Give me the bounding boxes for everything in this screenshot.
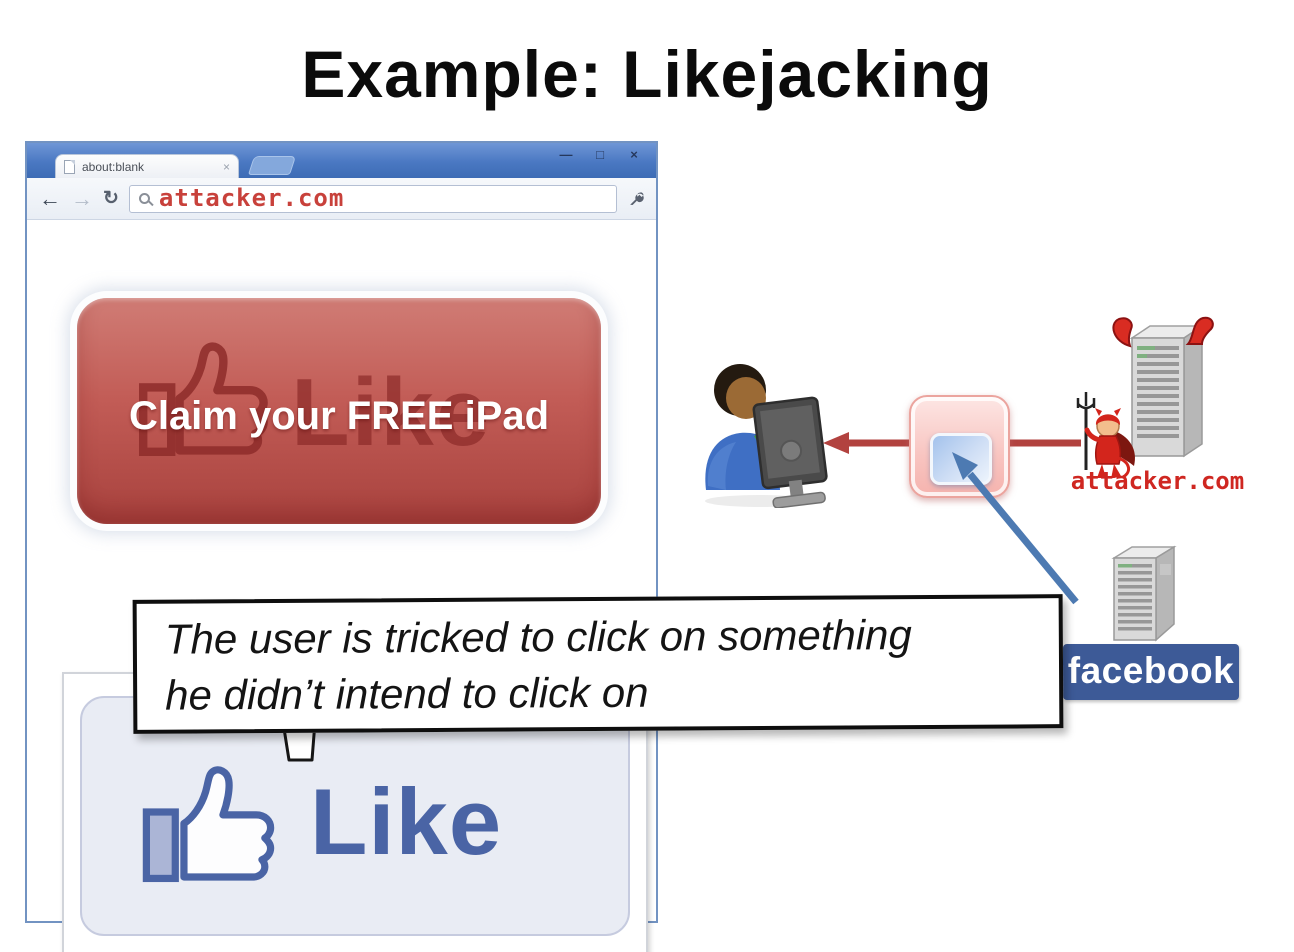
tab-close-icon[interactable]: × [222, 159, 230, 174]
browser-window: about:blank × — □ × ← → ↻ attacker.com [25, 141, 658, 952]
browser-toolbar: ← → ↻ attacker.com [27, 178, 656, 220]
claim-free-ipad-button[interactable]: Like Claim your FREE iPad [77, 298, 601, 524]
new-tab-button[interactable] [247, 156, 297, 175]
close-button[interactable]: × [630, 147, 638, 162]
back-button[interactable]: ← [39, 185, 61, 211]
reload-button[interactable]: ↻ [103, 188, 119, 209]
url-text[interactable]: attacker.com [158, 183, 345, 212]
window-controls: — □ × [556, 147, 644, 162]
ghost-like-label: Like [291, 359, 492, 466]
facebook-like-thumb-icon [142, 766, 275, 883]
browser-titlebar: about:blank × — □ × [27, 143, 656, 178]
callout-line2: he didn’t intend to click on [165, 668, 649, 719]
wrench-icon[interactable] [627, 190, 644, 207]
claim-button-label: Claim your FREE iPad [128, 394, 550, 438]
overlay-frame-graphic [909, 395, 1010, 498]
minimize-button[interactable]: — [559, 147, 573, 162]
page-icon [64, 159, 75, 174]
search-icon [138, 193, 150, 204]
forward-button[interactable]: → [71, 185, 93, 211]
blue-arrow [952, 452, 1079, 605]
attacker-server-label: attacker.com [1070, 467, 1245, 495]
browser-content: Like Claim your FREE iPad Like [27, 220, 656, 952]
callout-line1: The user is tricked to click on somethin… [164, 611, 912, 663]
user-at-computer-icon [705, 364, 828, 508]
slide-title: Example: Likejacking [301, 37, 993, 111]
facebook-logo-badge: facebook [1063, 644, 1239, 700]
attacker-server-icon [1076, 316, 1214, 478]
address-bar[interactable]: attacker.com [128, 183, 617, 213]
facebook-server-icon [1111, 545, 1177, 642]
callout-box: The user is tricked to click on somethin… [132, 594, 1064, 734]
facebook-like-label: Like [310, 769, 503, 874]
ghost-like-thumb-icon [139, 342, 268, 456]
browser-tab[interactable]: about:blank × [55, 154, 239, 178]
maximize-button[interactable]: □ [596, 147, 604, 162]
tab-title: about:blank [82, 159, 145, 174]
